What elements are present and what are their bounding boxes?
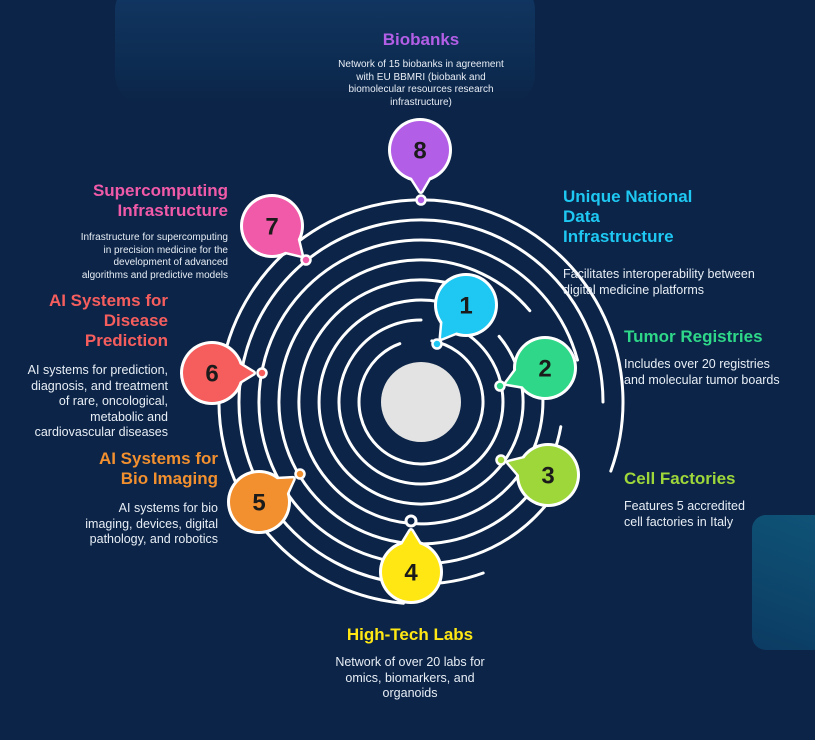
node-6-marker [256,367,268,379]
orbit-ring-5 [277,258,563,546]
node-8-text: Biobanks Network of 15 biobanks in agree… [330,30,512,109]
node-6-bubble: 6 [180,341,256,405]
background-glow-top [115,0,535,105]
node-7-title: Supercomputing Infrastructure [92,181,228,220]
node-8-bubble: 8 [388,118,452,194]
node-3-bubble: 3 [505,443,580,507]
node-3-number: 3 [541,463,554,490]
node-8-title: Biobanks [382,30,460,49]
node-4-text: High-Tech Labs Network of over 20 labs f… [310,625,510,702]
node-4-number: 4 [404,560,418,587]
node-2-title: Tumor Registries [624,327,763,346]
node-8-number: 8 [413,138,426,165]
node-7-bubble: 7 [240,194,304,258]
node-5-bubble: 5 [227,470,296,534]
node-3-title: Cell Factories [624,469,736,488]
node-2-number: 2 [538,356,551,383]
node-7-number: 7 [265,214,278,241]
orbit-markers [256,194,507,528]
node-3-description: Features 5 accredited cell factories in … [624,499,745,529]
node-6-text: AI Systems for Disease Prediction AI sys… [18,291,168,441]
node-3-text: Cell Factories Features 5 accredited cel… [624,469,764,530]
node-1-marker [431,338,443,350]
node-2-description: Includes over 20 registries and molecula… [624,357,780,387]
node-8-description: Network of 15 biobanks in agreement with… [338,59,504,108]
node-7-text: Supercomputing Infrastructure Infrastruc… [78,181,228,282]
node-1-number: 1 [459,293,472,320]
orbit-ring-3 [317,298,525,506]
node-1-description: Facilitates interoperability between dig… [563,267,755,297]
node-1-bubble: 1 [434,273,498,341]
node-5-description: AI systems for bio imaging, devices, dig… [85,501,218,546]
node-2-text: Tumor Registries Includes over 20 regist… [624,327,784,388]
node-5-text: AI Systems for Bio Imaging AI systems fo… [70,449,218,548]
node-5-marker [294,468,306,480]
node-5-title: AI Systems for Bio Imaging [98,449,218,488]
orbit-ring-7 [237,218,605,586]
center-circle [381,362,461,442]
orbit-ring-1 [357,339,485,466]
node-7-description: Infrastructure for supercomputing in pre… [80,232,228,281]
node-4-description: Network of over 20 labs for omics, bioma… [335,655,485,700]
background-glow-right [752,515,815,650]
node-2-marker [494,380,506,392]
node-3-marker [495,454,507,466]
node-1-text: Unique National Data Infrastructure Faci… [563,187,763,298]
node-4-title: High-Tech Labs [346,625,474,644]
node-6-title: AI Systems for Disease Prediction [48,291,168,350]
node-7-marker [300,254,312,266]
node-4-marker [404,514,418,528]
node-8-marker [415,194,427,206]
node-5-number: 5 [252,490,265,517]
number-bubbles: 1 2 3 4 5 6 7 8 [180,118,580,604]
node-4-bubble: 4 [379,528,443,604]
node-1-title: Unique National Data Infrastructure [563,187,693,246]
node-6-description: AI systems for prediction, diagnosis, an… [27,363,168,439]
node-2-bubble: 2 [503,336,577,400]
node-6-number: 6 [205,361,218,388]
